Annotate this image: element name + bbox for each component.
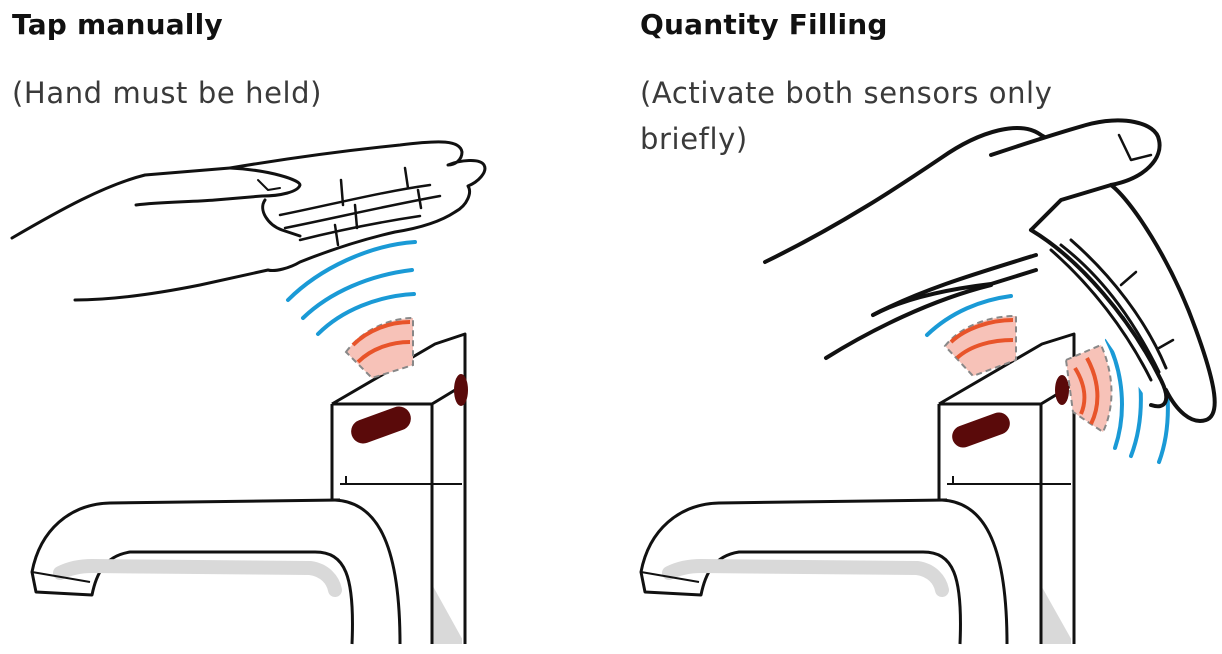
hand-icon (10, 140, 487, 302)
red-waves-icon (943, 314, 1113, 434)
faucet-icon (639, 332, 1076, 645)
blue-waves-icon (286, 240, 417, 336)
tap-manually-panel: Tap manually (Hand must be held) (10, 8, 487, 645)
tap-manually-caption: (Hand must be held) (12, 76, 323, 110)
quantity-filling-caption: (Activate both sensors only briefly) (640, 76, 1053, 156)
sensor-icon (952, 375, 1069, 448)
quantity-filling-illustration (639, 118, 1217, 645)
tap-manually-heading: Tap manually (12, 8, 223, 41)
quantity-filling-heading: Quantity Filling (640, 8, 888, 41)
sensor-icon (351, 374, 468, 444)
tap-manually-illustration (10, 140, 487, 645)
hand-icon (763, 118, 1217, 423)
faucet-icon (30, 332, 467, 645)
red-waves-icon (344, 316, 414, 380)
quantity-filling-panel: Quantity Filling (Activate both sensors … (611, 0, 1222, 654)
